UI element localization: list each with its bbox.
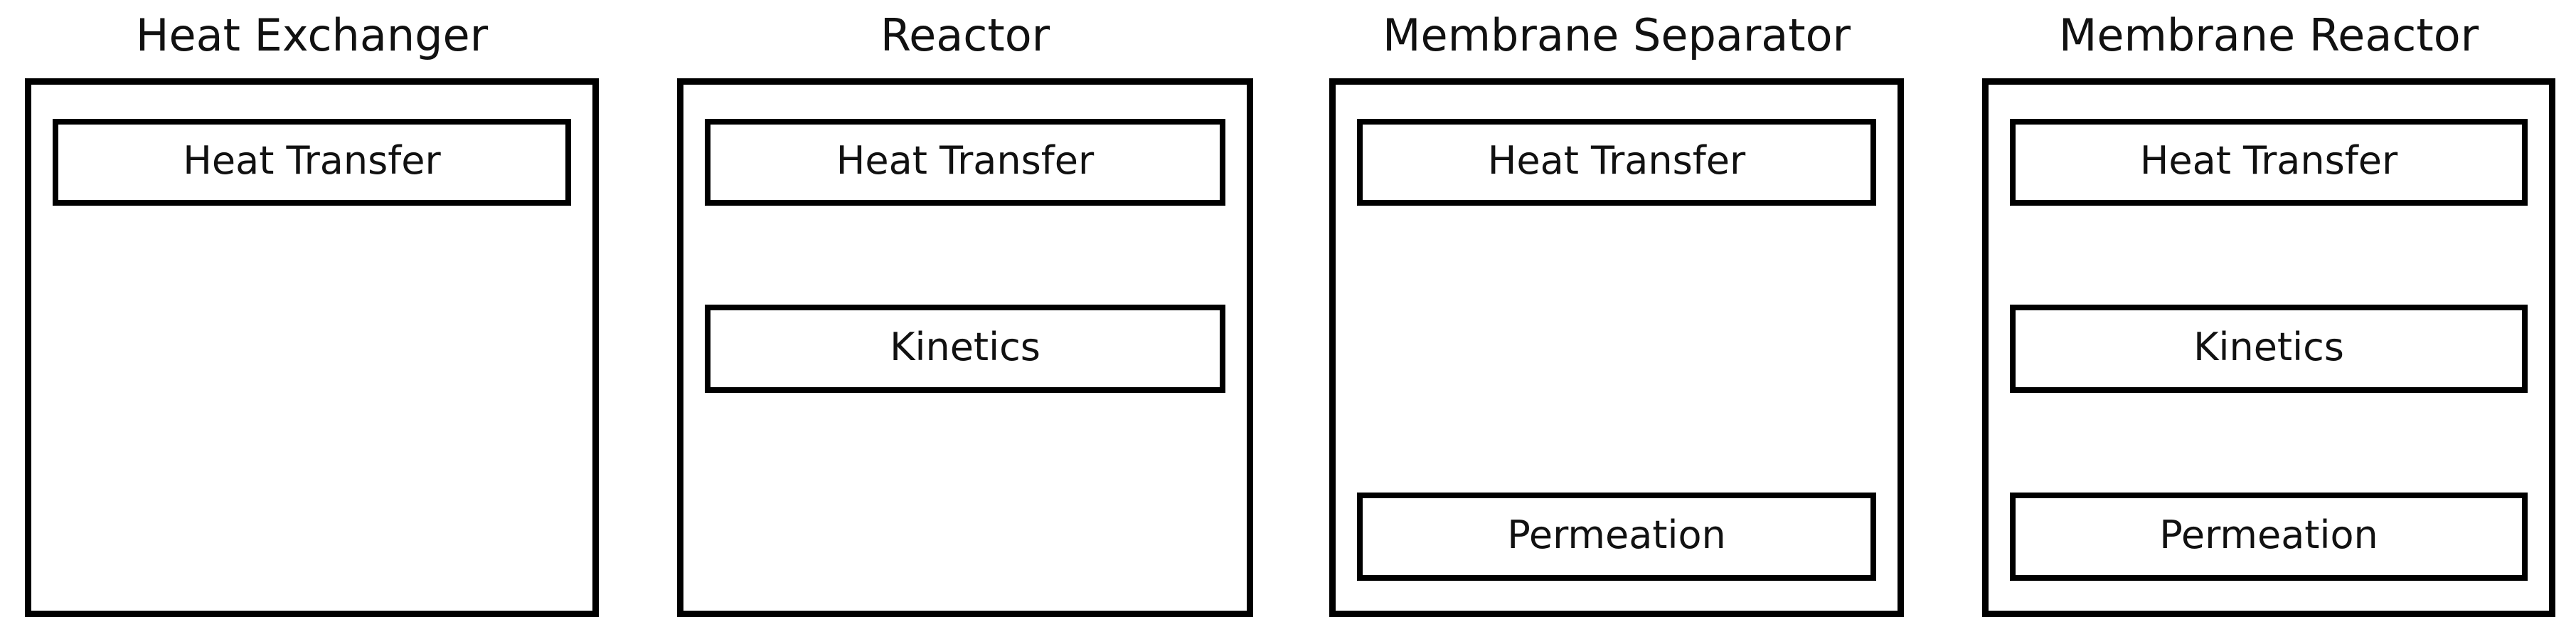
unit-panel-membrane-reactor: Membrane Reactor Heat Transfer Kinetics … <box>1982 0 2555 637</box>
unit-panel-membrane-separator: Membrane Separator Heat Transfer Permeat… <box>1329 0 1904 637</box>
module-box-heat-transfer: Heat Transfer <box>1357 119 1876 206</box>
unit-panel-reactor: Reactor Heat Transfer Kinetics <box>677 0 1253 637</box>
unit-outer-box: Heat Transfer Permeation <box>1329 78 1904 617</box>
panel-title: Reactor <box>880 9 1050 61</box>
module-box-kinetics: Kinetics <box>2010 305 2528 393</box>
module-box-permeation: Permeation <box>1357 493 1876 581</box>
module-label: Permeation <box>1507 512 1726 557</box>
panel-title: Membrane Reactor <box>2058 9 2479 61</box>
module-label: Permeation <box>2159 512 2378 557</box>
module-label: Heat Transfer <box>1487 138 1746 183</box>
module-box-kinetics: Kinetics <box>705 305 1225 393</box>
unit-outer-box: Heat Transfer Kinetics Permeation <box>1982 78 2555 617</box>
module-box-permeation: Permeation <box>2010 493 2528 581</box>
module-box-heat-transfer: Heat Transfer <box>2010 119 2528 206</box>
module-label: Kinetics <box>890 325 1040 369</box>
module-label: Kinetics <box>2193 325 2344 369</box>
module-label: Heat Transfer <box>183 138 441 183</box>
module-label: Heat Transfer <box>2139 138 2398 183</box>
module-box-heat-transfer: Heat Transfer <box>53 119 571 206</box>
panel-title: Membrane Separator <box>1382 9 1851 61</box>
unit-outer-box: Heat Transfer Kinetics <box>677 78 1253 617</box>
unit-outer-box: Heat Transfer <box>25 78 599 617</box>
panel-title: Heat Exchanger <box>135 9 489 61</box>
unit-panel-heat-exchanger: Heat Exchanger Heat Transfer <box>25 0 599 637</box>
module-box-heat-transfer: Heat Transfer <box>705 119 1225 206</box>
module-label: Heat Transfer <box>836 138 1095 183</box>
